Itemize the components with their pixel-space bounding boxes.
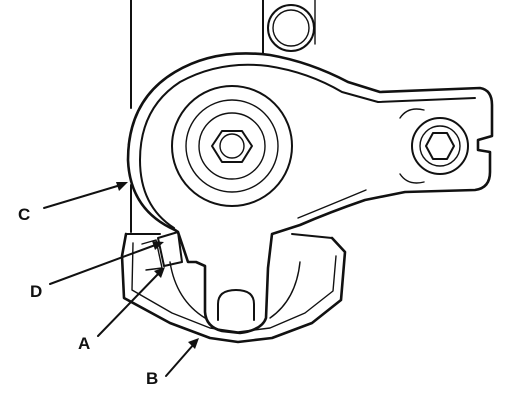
callout-d: D: [30, 282, 42, 301]
callout-c: C: [18, 205, 30, 224]
callout-b: B: [146, 369, 158, 388]
housing-column: [130, 0, 316, 233]
leader-arrows: [43, 182, 199, 377]
lower-bracket: [120, 232, 347, 344]
lever-arm: [126, 52, 494, 335]
callout-a: A: [78, 334, 90, 353]
stopper-tab: [141, 231, 183, 271]
lever-end-nut: [399, 108, 469, 184]
top-bolt-ring: [267, 4, 315, 52]
pivot-nut: [171, 85, 293, 207]
